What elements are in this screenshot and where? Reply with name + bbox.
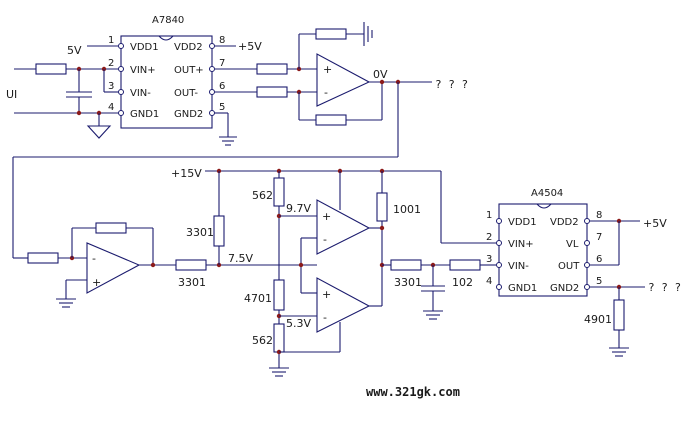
chip-a7840-pin-num: 2: [108, 58, 114, 69]
op-amp-plus-sign: +: [92, 276, 101, 289]
label-unknown-top: ? ? ?: [435, 78, 468, 91]
a4504-output: +5V ? ? ? 4901: [584, 217, 681, 357]
label-r1001: 1001: [393, 203, 421, 216]
chip-a7840: A7840 1 2 3 4 8 7 6 5 VDD1 VIN+ VIN- GND…: [108, 15, 225, 129]
chip-a7840-pin-num: 5: [219, 102, 225, 113]
window-comparator: +15V 3301 562 9.7V 4701 5.3V 562: [171, 167, 496, 377]
chip-a4504-notch: [536, 203, 552, 209]
chip-a4504-body: [498, 203, 588, 297]
resistor-4701: [273, 279, 285, 311]
chip-a4504-pin-label: VIN-: [508, 261, 529, 272]
watermark: www.321gk.com: [366, 385, 460, 399]
label-r102: 102: [452, 276, 473, 289]
chip-a7840-pin-num: 6: [219, 81, 225, 92]
label-0v: 0V: [373, 68, 388, 81]
label-plus15v: +15V: [171, 167, 202, 180]
chip-a4504-pin-label: GND2: [550, 283, 579, 294]
label-r562-bottom: 562: [252, 334, 273, 347]
resistor-1001: [376, 192, 388, 222]
resistor-562-top: [273, 177, 285, 207]
chip-a4504: A4504 1 2 3 4 8 7 6 5 VDD1 VIN+ VIN- GND…: [486, 188, 602, 297]
chip-a7840-pin-num: 4: [108, 102, 114, 113]
chip-a7840-pin-label: VDD2: [174, 42, 203, 53]
chip-a7840-pin-num: 7: [219, 58, 225, 69]
op-amp-4: [316, 277, 371, 333]
label-r3301-vertical: 3301: [186, 226, 214, 239]
resistor-inv-feedback: [95, 222, 127, 234]
label-5-3v: 5.3V: [286, 317, 311, 330]
resistor-ref: [315, 28, 347, 40]
label-r4701: 4701: [244, 292, 272, 305]
resistor-inv-in: [27, 252, 59, 264]
chip-a4504-pin-num: 3: [486, 254, 492, 265]
label-plus5v: +5V: [238, 40, 262, 53]
label-r3301-filter: 3301: [394, 276, 422, 289]
chip-a7840-pin-label: VIN+: [130, 65, 156, 76]
label-plus5v-out: +5V: [643, 217, 667, 230]
chip-a7840-pin-num: 3: [108, 81, 114, 92]
chip-a7840-pin-num: 1: [108, 35, 114, 46]
input-network: 5V UI: [6, 44, 118, 139]
interstage-wire: [12, 82, 399, 264]
chip-a4504-pin-label: VL: [566, 239, 579, 250]
op-amp-minus-sign: -: [92, 252, 96, 265]
chip-a4504-pin-num: 7: [596, 232, 602, 243]
resistor-4901: [613, 299, 625, 331]
chip-a4504-pin-num: 4: [486, 276, 492, 287]
resistor-input: [35, 63, 67, 75]
resistor-562-bottom: [273, 323, 285, 353]
a7840-output: +5V: [215, 22, 383, 146]
chip-a4504-name: A4504: [531, 188, 563, 199]
resistor-102: [449, 259, 481, 271]
chip-a7840-pin-label: GND1: [130, 109, 159, 120]
label-5v: 5V: [67, 44, 82, 57]
chip-a7840-pin-label: OUT+: [174, 65, 204, 76]
label-r562-top: 562: [252, 189, 273, 202]
op-amp-minus-sign: -: [324, 86, 328, 99]
op-amp-minus-sign: -: [323, 311, 327, 324]
resistor-diff-in-minus: [256, 86, 288, 98]
op-amp-plus-sign: +: [322, 210, 331, 223]
op-amp-minus-sign: -: [323, 233, 327, 246]
op-amp-3: [316, 199, 371, 255]
chip-a4504-pin-num: 1: [486, 210, 492, 221]
op-amp-2: - + 3301 7.5V: [56, 222, 317, 308]
chip-a7840-notch: [158, 35, 174, 41]
resistor-3301-series: [175, 259, 207, 271]
chip-a4504-pin-label: VDD1: [508, 217, 537, 228]
chip-a4504-pin-num: 8: [596, 210, 602, 221]
chip-a7840-name: A7840: [152, 15, 184, 26]
op-amp-plus-sign: +: [323, 63, 332, 76]
label-7-5v: 7.5V: [228, 252, 253, 265]
chip-a7840-pin-label: GND2: [174, 109, 203, 120]
label-r3301-series: 3301: [178, 276, 206, 289]
label-unknown-bottom: ? ? ?: [648, 281, 681, 294]
chip-a4504-pin-num: 5: [596, 276, 602, 287]
label-r4901: 4901: [584, 313, 612, 326]
label-ui: UI: [6, 88, 17, 101]
chip-a7840-pin-label: VDD1: [130, 42, 159, 53]
chip-a4504-pin-label: VDD2: [550, 217, 579, 228]
resistor-3301-vertical: [213, 215, 225, 247]
op-amp-1: + - 0V ? ? ?: [316, 53, 468, 107]
chip-a4504-pin-label: VIN+: [508, 239, 534, 250]
resistor-3301-filter: [390, 259, 422, 271]
resistor-feedback-1: [315, 114, 347, 126]
label-9-7v: 9.7V: [286, 202, 311, 215]
chip-a7840-pin-label: VIN-: [130, 88, 151, 99]
chip-a7840-pin-num: 8: [219, 35, 225, 46]
resistor-diff-in-plus: [256, 63, 288, 75]
chip-a4504-pin-label: GND1: [508, 283, 537, 294]
chip-a7840-pin-label: OUT-: [174, 88, 198, 99]
op-amp-plus-sign: +: [322, 288, 331, 301]
chip-a4504-pin-label: OUT: [558, 261, 580, 272]
chip-a4504-pin-num: 2: [486, 232, 492, 243]
chip-a7840-body: [120, 35, 213, 129]
ground-symbol: [86, 125, 112, 139]
chip-a4504-pin-num: 6: [596, 254, 602, 265]
